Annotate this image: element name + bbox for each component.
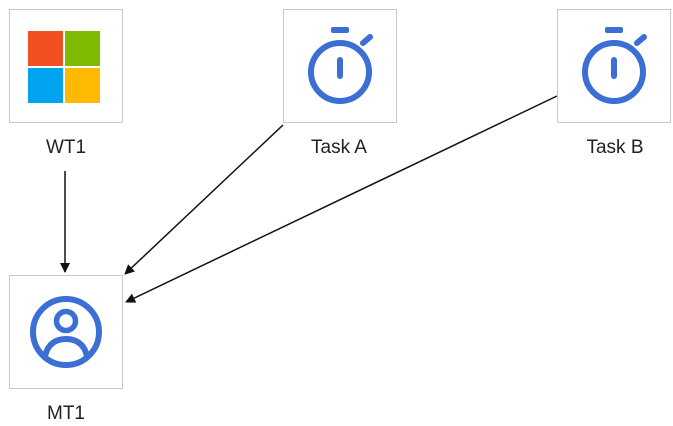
edge-task-a-to-mt1 — [124, 124, 284, 275]
windows-logo-icon — [28, 31, 100, 103]
stopwatch-icon — [582, 27, 647, 104]
node-mt1[interactable] — [9, 275, 123, 389]
stopwatch-icon — [308, 27, 373, 104]
node-task-a[interactable] — [283, 9, 397, 123]
node-task-b-label: Task B — [586, 137, 644, 158]
user-avatar-icon — [30, 296, 102, 368]
node-mt1-label: MT1 — [47, 403, 85, 424]
node-wt1-label: WT1 — [45, 137, 87, 158]
edge-task-b-to-mt1 — [125, 95, 558, 303]
node-task-a-label: Task A — [311, 137, 367, 158]
node-wt1[interactable] — [9, 9, 123, 123]
node-task-b[interactable] — [557, 9, 671, 123]
